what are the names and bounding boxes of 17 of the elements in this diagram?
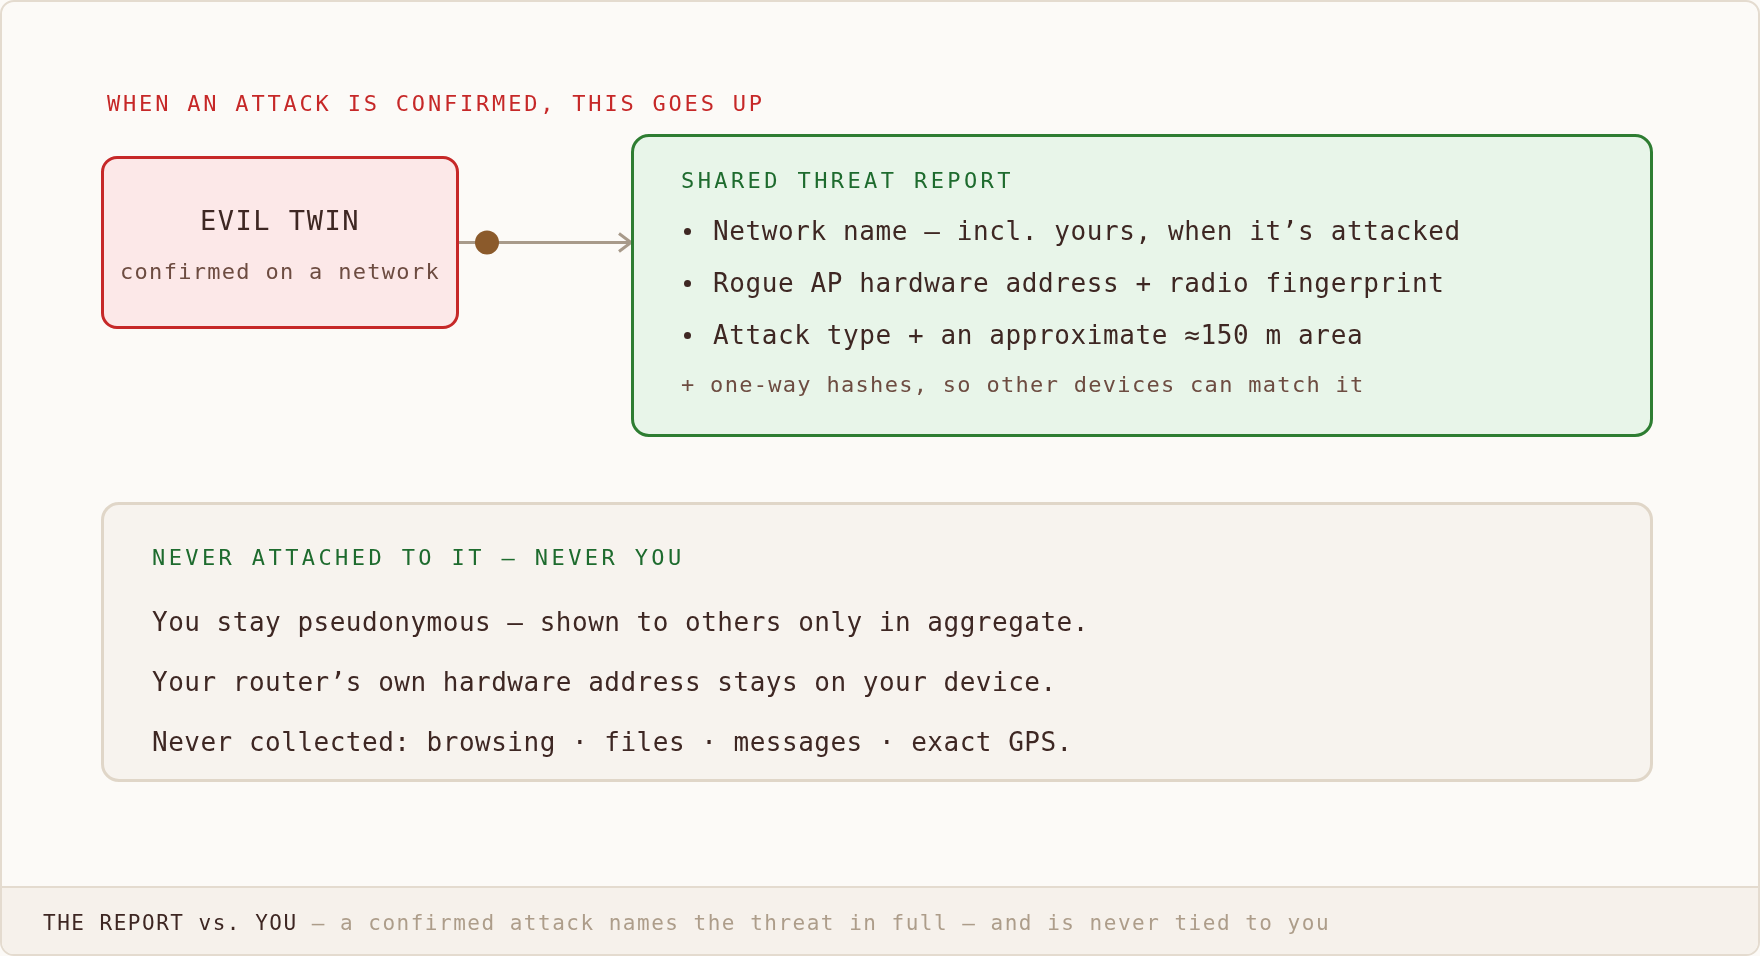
report-panel <box>631 134 1653 437</box>
panel-heading: SHARED THREAT REPORT <box>681 167 1014 195</box>
list-item-text: Rogue AP hardware address + radio fingerprint <box>713 267 1445 299</box>
info-panel <box>101 502 1653 782</box>
body-text: Never collected: browsing · files · messages · exact GPS. <box>152 726 1073 758</box>
arrow <box>459 230 633 255</box>
box-subtitle: confirmed on a network <box>120 258 440 286</box>
note-text: + one-way hashes, so other devices can match it <box>681 371 1365 399</box>
footer-caption: THE REPORT vs. YOU — a confirmed attack names the threat in full — and is never tied to you <box>43 910 1331 937</box>
list-item-text: Network name — incl. yours, when it’s attacked <box>713 215 1461 247</box>
box-title: EVIL TWIN <box>200 205 360 237</box>
panel-heading: NEVER ATTACHED TO IT — NEVER YOU <box>152 544 685 572</box>
list-item-text: Attack type + an approximate ≈150 m area <box>713 319 1364 351</box>
diagram-title: WHEN AN ATTACK IS CONFIRMED, THIS GOES UP <box>107 90 765 118</box>
body-text: You stay pseudonymous — shown to others only in aggregate. <box>152 606 1089 638</box>
alert-box <box>101 156 459 329</box>
body-text: Your router’s own hardware address stays on your device. <box>152 666 1057 698</box>
